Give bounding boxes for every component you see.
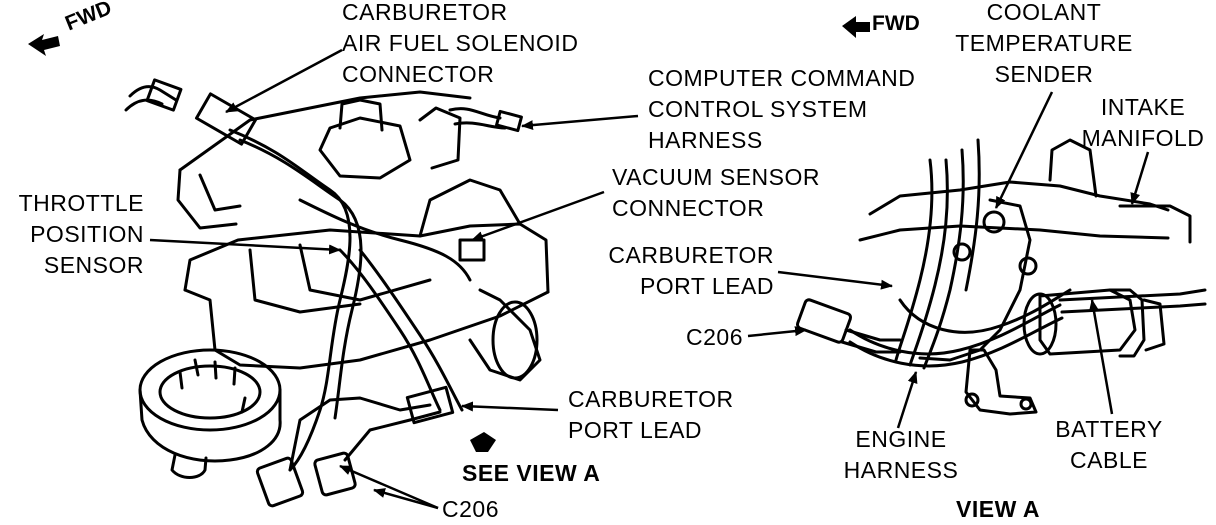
label-line: BATTERY	[1055, 416, 1163, 442]
right-fwd-label: FWD	[872, 12, 920, 35]
label-line: CONNECTOR	[342, 61, 495, 87]
label-line: VACUUM SENSOR	[612, 164, 820, 190]
engine-carburetor-drawing	[124, 78, 550, 508]
label-line: ENGINE	[855, 426, 947, 452]
throttle-position-sensor-label: THROTTLE POSITION SENSOR	[2, 188, 144, 281]
left-fwd-arrow-icon	[28, 34, 60, 56]
see-view-a-arrow-icon	[470, 432, 496, 452]
battery-cable-label: BATTERY CABLE	[1042, 414, 1176, 476]
label-line: PORT LEAD	[639, 273, 774, 299]
right-leader-arrows	[747, 91, 1150, 429]
carb-solenoid-connector-label: CARBURETOR AIR FUEL SOLENOID CONNECTOR	[342, 0, 578, 90]
label-line: CARBURETOR	[608, 242, 774, 268]
label-line: CONTROL SYSTEM	[648, 96, 868, 122]
label-line: AIR FUEL SOLENOID	[342, 30, 579, 56]
view-a-title: VIEW A	[956, 496, 1040, 522]
intake-manifold-label: INTAKE MANIFOLD	[1074, 92, 1212, 154]
label-line: COOLANT	[986, 0, 1102, 25]
label-line: HARNESS	[843, 457, 959, 483]
label-line: MANIFOLD	[1081, 125, 1205, 151]
left-leader-arrows	[149, 48, 639, 510]
vacuum-sensor-connector-label: VACUUM SENSOR CONNECTOR	[612, 162, 820, 224]
right-fwd-arrow-icon	[842, 16, 870, 38]
label-line: CABLE	[1070, 447, 1148, 473]
left-carb-port-lead-label: CARBURETOR PORT LEAD	[568, 384, 734, 446]
label-line: POSITION	[30, 221, 144, 247]
label-line: THROTTLE	[18, 190, 144, 216]
label-line: CARBURETOR	[342, 0, 508, 25]
engine-harness-label: ENGINE HARNESS	[838, 424, 964, 486]
c3-harness-label: COMPUTER COMMAND CONTROL SYSTEM HARNESS	[648, 63, 915, 156]
label-line: HARNESS	[648, 127, 763, 153]
label-line: CONNECTOR	[612, 195, 765, 221]
coolant-temp-sender-label: COOLANT TEMPERATURE SENDER	[944, 0, 1144, 90]
view-a-drawing	[795, 138, 1207, 416]
label-line: TEMPERATURE	[955, 30, 1133, 56]
label-line: SENDER	[994, 61, 1094, 87]
label-line: PORT LEAD	[568, 417, 703, 443]
label-line: INTAKE	[1100, 94, 1186, 120]
label-line: SENSOR	[43, 252, 144, 278]
right-carb-port-lead-label: CARBURETOR PORT LEAD	[592, 240, 774, 302]
see-view-a-label: SEE VIEW A	[462, 460, 601, 486]
label-line: COMPUTER COMMAND	[648, 65, 916, 91]
right-c206-label: C206	[686, 324, 743, 350]
label-line: CARBURETOR	[568, 386, 734, 412]
left-c206-label: C206	[442, 496, 499, 522]
